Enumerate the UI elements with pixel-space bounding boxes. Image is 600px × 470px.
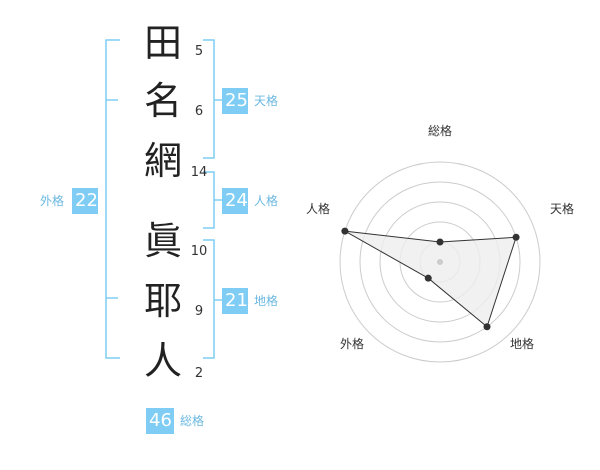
gaikaku-label: 外格 <box>40 194 65 208</box>
jinkaku-badge: 24 <box>222 188 248 214</box>
radar-axis-label-tenkaku: 天格 <box>550 202 575 216</box>
radar-center <box>437 259 443 265</box>
soukaku-badge: 46 <box>146 408 174 434</box>
tenkaku-badge: 25 <box>222 88 248 114</box>
radar-point-0 <box>436 238 444 246</box>
radar-point-1 <box>512 233 520 241</box>
jinkaku-label: 人格 <box>254 194 279 208</box>
surname-stroke-2: 6 <box>194 104 204 119</box>
radar-axis-label-gaikaku: 外格 <box>340 337 365 351</box>
given-char-1: 眞 <box>143 219 182 263</box>
radar-ring-5 <box>339 161 541 363</box>
given-stroke-3: 2 <box>194 366 204 381</box>
given-char-3: 人 <box>143 339 182 383</box>
tenkaku-label: 天格 <box>254 94 279 108</box>
radar-point-2 <box>483 323 491 331</box>
given-char-2: 耶 <box>143 279 182 323</box>
radar-axis-label-soukaku: 総格 <box>428 124 453 138</box>
radar-axis-label-jinkaku: 人格 <box>306 202 331 216</box>
chikaku-badge: 21 <box>222 288 248 314</box>
given-stroke-2: 9 <box>194 304 204 319</box>
radar-ring-4 <box>359 181 521 343</box>
surname-stroke-1: 5 <box>194 44 204 59</box>
surname-char-3: 網 <box>143 139 182 183</box>
gaikaku-badge: 22 <box>72 188 98 214</box>
surname-char-2: 名 <box>143 79 182 123</box>
radar-point-4 <box>341 227 349 235</box>
surname-char-1: 田 <box>143 21 182 65</box>
chikaku-label: 地格 <box>254 294 279 308</box>
surname-stroke-3: 14 <box>190 165 208 180</box>
radar-point-3 <box>424 274 432 282</box>
radar-axis-label-chikaku: 地格 <box>510 337 535 351</box>
given-stroke-1: 10 <box>190 244 208 259</box>
soukaku-label: 総格 <box>180 414 205 428</box>
